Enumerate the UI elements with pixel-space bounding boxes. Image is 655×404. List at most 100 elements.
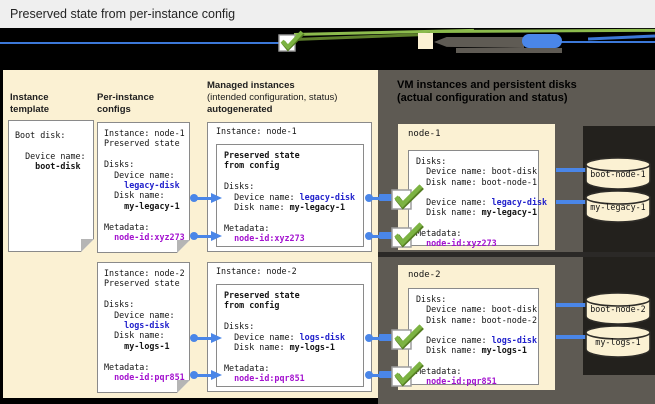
code-line: logs-disk <box>104 319 170 330</box>
spacer <box>224 352 363 362</box>
arrow-right-icon <box>211 370 222 380</box>
code-line: node-id:pqr851 <box>416 376 497 387</box>
column-header-managed: Managed instances (intended configuratio… <box>207 80 377 116</box>
code-line: Device name: logs-disk <box>224 332 363 342</box>
code-line: Boot disk: <box>15 130 66 140</box>
green-arrow-icon <box>429 28 655 33</box>
connector-dot <box>365 371 373 379</box>
code-line: Disk name: my-logs-1 <box>224 342 363 352</box>
code-line: node-id:xyz273 <box>104 231 185 242</box>
code-line: Disk name: <box>104 330 165 341</box>
connector-dot <box>190 371 198 379</box>
arrow-right-icon <box>211 231 222 241</box>
label: Device name: <box>416 335 492 346</box>
header-line: Managed instances <box>207 80 295 91</box>
code-line: Disk name: boot-node-1 <box>416 176 538 187</box>
device-name-value: logs-disk <box>491 335 538 346</box>
vm-panel: VM instances and persistent disks (actua… <box>378 70 655 404</box>
label: Device name: <box>224 331 300 342</box>
device-name-value: legacy-disk <box>491 197 548 208</box>
disk-name-value: my-legacy-1 <box>289 201 346 212</box>
connector-line <box>370 374 380 377</box>
connector-dot <box>190 334 198 342</box>
device-name-value: legacy-disk <box>299 191 356 202</box>
disk-link-line <box>556 335 588 339</box>
managed-instance-title: Instance: node-2 <box>216 266 297 276</box>
label: Device name: <box>416 197 492 208</box>
code-line: Device name: <box>104 169 175 180</box>
spacer <box>416 218 538 228</box>
spacer <box>104 149 189 159</box>
header-line: autogenerated <box>207 104 273 115</box>
code-line: Preserved state <box>224 150 300 160</box>
code-line: node-id:xyz273 <box>416 238 497 249</box>
connector-line <box>370 337 380 340</box>
code-line: node-id:xyz273 <box>224 233 305 244</box>
blue-pill-icon <box>522 34 562 48</box>
vm-state-box: Disks: Device name: boot-disk Disk name:… <box>408 150 547 249</box>
spacer <box>224 311 363 321</box>
connector-line <box>196 337 212 340</box>
connector-line <box>370 197 380 200</box>
managed-instance-title: Instance: node-1 <box>216 126 297 136</box>
spacer <box>224 212 363 222</box>
code-line: Metadata: <box>104 221 150 232</box>
code-line: Disk name: my-legacy-1 <box>416 207 538 217</box>
vm-panel-heading: VM instances and persistent disks <box>397 79 577 91</box>
code-line: Device name: <box>104 309 175 320</box>
device-name-value: logs-disk <box>299 331 346 342</box>
label: Disk name: <box>224 201 290 212</box>
connector-dot <box>365 232 373 240</box>
spacer <box>416 187 538 197</box>
blue-line <box>556 41 655 43</box>
code-line: Metadata: <box>104 361 150 372</box>
label: Disk name: <box>224 341 290 352</box>
spacer <box>104 289 189 299</box>
column-header-per-instance: Per-instance configs <box>97 92 155 115</box>
vm-title: node-1 <box>408 129 441 139</box>
code-line: node-id:pqr851 <box>104 371 185 382</box>
code-line: Disk name: my-logs-1 <box>416 345 538 355</box>
disk-name-value: my-legacy-1 <box>481 207 538 218</box>
connector-dot <box>190 232 198 240</box>
arrow-right-icon <box>211 193 222 203</box>
code-line: Device name: <box>15 150 86 161</box>
code-line: Preserved state <box>104 278 180 289</box>
code-line: Disks: <box>104 159 135 170</box>
section-divider <box>378 252 655 257</box>
spacer <box>15 140 93 150</box>
label: Device name: <box>224 191 300 202</box>
disk-cylinder-icon: boot-node-2 <box>584 291 652 325</box>
connector-arrow <box>379 334 393 341</box>
checked-checkbox-icon <box>278 30 305 52</box>
code-line: Metadata: <box>416 228 462 239</box>
arrow-right-icon <box>211 333 222 343</box>
gray-arrow-icon <box>456 48 562 53</box>
vm-panel-heading: (actual configuration and status) <box>397 92 568 104</box>
connector-line <box>196 197 212 200</box>
label: Disk name: <box>416 345 482 356</box>
per-instance-config-node-1: Instance: node-1 Preserved state Disks: … <box>97 122 190 253</box>
code-line: Disks: <box>224 321 255 332</box>
disk-link-line <box>556 168 588 172</box>
gray-arrow-icon <box>434 37 524 48</box>
vm-box-icon <box>418 33 433 49</box>
connector-arrow <box>379 232 393 239</box>
code-line: Disks: <box>224 181 255 192</box>
code-line: node-id:pqr851 <box>224 373 305 384</box>
page-fold <box>177 240 190 253</box>
legend-bar <box>0 28 655 70</box>
code-line: my-legacy-1 <box>104 200 180 211</box>
code-line: Disks: <box>416 294 447 304</box>
code-line: Device name: boot-disk <box>416 166 538 177</box>
disk-name-value: my-logs-1 <box>289 341 335 352</box>
code-line: Disk name: boot-node-2 <box>416 314 538 325</box>
code-line: my-logs-1 <box>104 340 170 351</box>
vm-title: node-2 <box>408 270 441 280</box>
disk-label: my-logs-1 <box>595 337 641 347</box>
disk-label: boot-node-1 <box>590 169 646 179</box>
code-line: Disk name: <box>104 190 165 201</box>
header-line: (intended configuration, status) <box>207 92 338 103</box>
title-bar: Preserved state from per-instance config <box>0 0 655 28</box>
